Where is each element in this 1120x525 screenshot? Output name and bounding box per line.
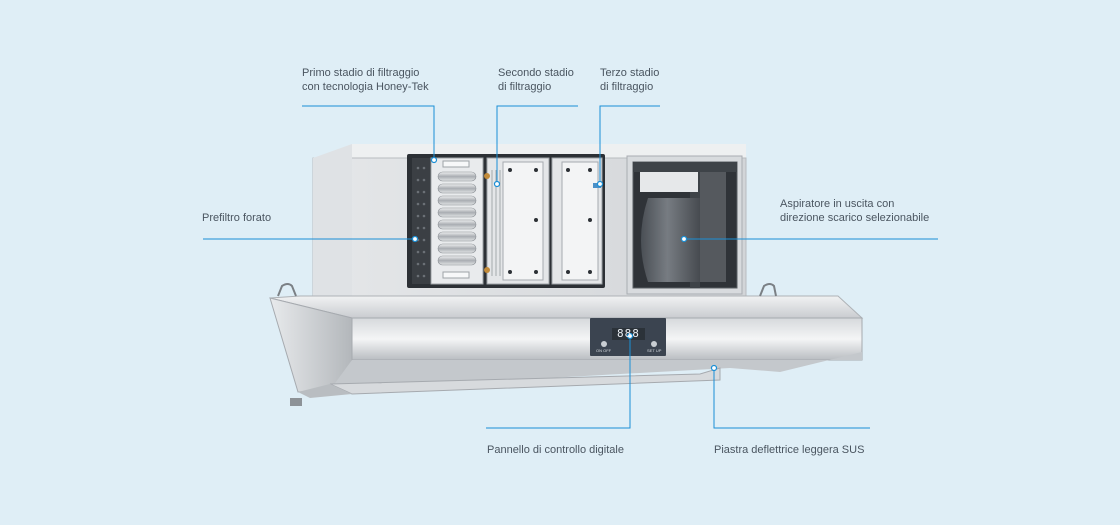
canopy-hood [269, 283, 864, 406]
callout-prefilter-line1: Prefiltro forato [202, 212, 272, 224]
callout-stage3-line1: Terzo stadio [600, 67, 660, 79]
leader-baffle [713, 368, 870, 429]
panel-display-digits: 888 [617, 327, 640, 340]
callout-panel-line1: Pannello di controllo digitale [487, 444, 624, 456]
leader-stage3 [599, 105, 660, 184]
callout-stage2-line2: di filtraggio [498, 81, 552, 93]
callout-stage2-line1: Secondo stadio [498, 67, 574, 79]
filter-cassette [407, 154, 605, 288]
leader-stage2 [496, 105, 578, 184]
callout-fan: Aspiratore in uscita con direzione scari… [780, 197, 929, 225]
callout-stage1-line2: con tecnologia Honey-Tek [302, 81, 429, 93]
callout-panel: Pannello di controllo digitale [487, 443, 624, 457]
callout-prefilter: Prefiltro forato [202, 211, 271, 225]
leader-panel [486, 336, 631, 429]
callout-fan-line1: Aspiratore in uscita con [780, 198, 895, 210]
callout-baffle-line1: Piastra deflettrice leggera SUS [714, 444, 865, 456]
leader-stage1 [302, 105, 435, 160]
fan-compartment [626, 155, 743, 295]
leader-dots [411, 156, 718, 372]
callout-fan-line2: direzione scarico selezionabile [780, 212, 930, 224]
callout-stage3-line2: di filtraggio [600, 81, 654, 93]
callout-baffle: Piastra deflettrice leggera SUS [714, 443, 864, 457]
callout-stage2: Secondo stadio di filtraggio [498, 66, 574, 94]
panel-setup-button[interactable]: SET UP [647, 348, 662, 353]
leader-lines [203, 105, 938, 429]
panel-on-off-button[interactable]: ON OFF [596, 348, 612, 353]
callout-stage1: Primo stadio di filtraggio con tecnologi… [302, 66, 429, 94]
callout-stage1-line1: Primo stadio di filtraggio [302, 67, 420, 79]
callout-stage3: Terzo stadio di filtraggio [600, 66, 659, 94]
